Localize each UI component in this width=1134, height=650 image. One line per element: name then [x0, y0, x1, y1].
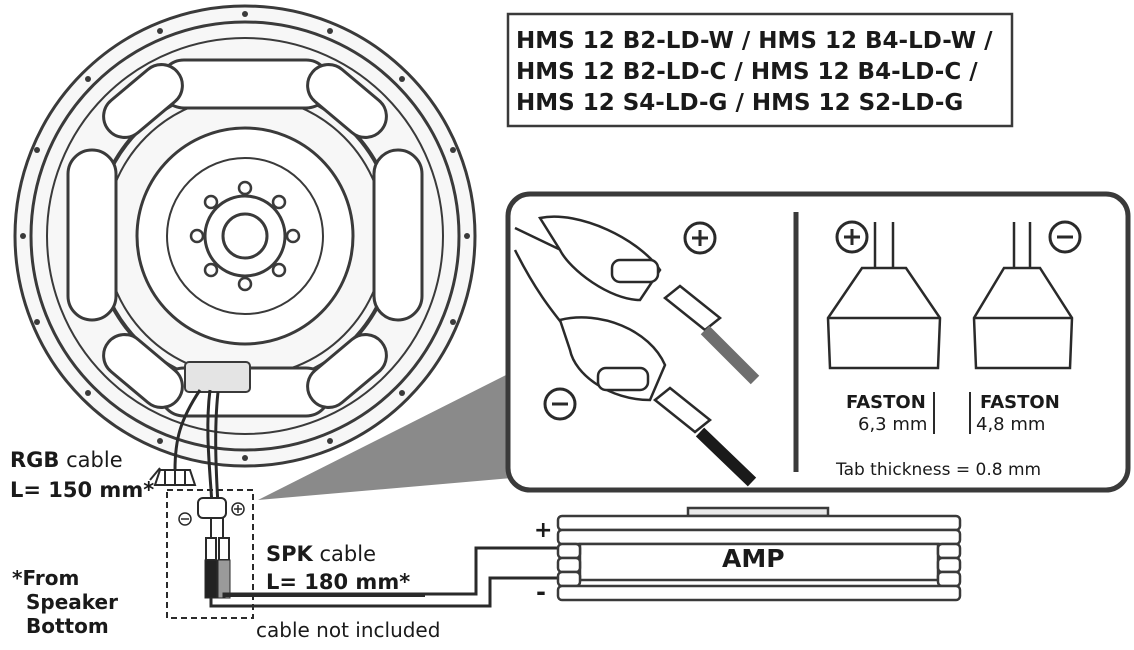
- rgb-connector: [153, 469, 197, 486]
- spk-name: SPK: [266, 542, 313, 566]
- faston-large-name: FASTON: [846, 392, 926, 413]
- amp-label: AMP: [722, 544, 785, 573]
- plus-connector: [514, 215, 760, 385]
- spk-suffix: cable: [319, 542, 376, 566]
- tab-thickness: Tab thickness = 0.8 mm: [836, 460, 1042, 480]
- faston-small-terminal: [972, 222, 1074, 370]
- amp-minus-label: -: [536, 578, 546, 606]
- rgb-suffix: cable: [66, 448, 123, 472]
- spk-cable-label: SPK cable: [266, 542, 376, 566]
- footnote-line-3: Bottom: [26, 614, 109, 638]
- cable-not-included-note: cable not included: [256, 618, 441, 642]
- faston-large-terminal: [826, 222, 942, 370]
- rgb-leader-line: [149, 467, 161, 481]
- model-line-2: HMS 12 B2-LD-C / HMS 12 B4-LD-C /: [516, 59, 978, 85]
- faston-small-size: 4,8 mm: [976, 414, 1046, 435]
- amp-wires: [209, 546, 560, 608]
- minus-connector: [513, 249, 757, 487]
- terminal-dashed-box: [166, 489, 254, 619]
- faston-small-name: FASTON: [980, 392, 1060, 413]
- footnote: *From Speaker Bottom: [12, 566, 118, 638]
- spk-leads: [197, 497, 231, 599]
- model-line-3: HMS 12 S4-LD-G / HMS 12 S2-LD-G: [516, 90, 964, 116]
- detail-panel: [505, 191, 1131, 493]
- rgb-name: RGB: [10, 448, 60, 472]
- model-line-1: HMS 12 B2-LD-W / HMS 12 B4-LD-W /: [516, 28, 993, 54]
- detail-plus-icon: [683, 221, 717, 255]
- title-box: [506, 12, 1014, 128]
- faston-minus-icon: [1048, 220, 1082, 254]
- model-list: HMS 12 B2-LD-W / HMS 12 B4-LD-W / HMS 12…: [516, 26, 993, 119]
- footnote-line-2: Speaker: [26, 590, 118, 614]
- cable-bundle: [173, 389, 220, 506]
- spk-length: L= 180 mm*: [266, 570, 411, 594]
- rgb-cable-label: RGB cable: [10, 448, 123, 472]
- faston-plus-icon: [835, 220, 869, 254]
- amp-plus-label: +: [534, 518, 553, 543]
- rgb-length: L= 150 mm*: [10, 478, 155, 502]
- faston-large-size: 6,3 mm: [858, 414, 928, 435]
- detail-minus-icon: [543, 387, 577, 421]
- footnote-line-1: *From: [12, 566, 80, 590]
- speaker-illustration: [13, 4, 477, 468]
- amplifier: [556, 506, 962, 602]
- zoom-wedge: [258, 372, 512, 500]
